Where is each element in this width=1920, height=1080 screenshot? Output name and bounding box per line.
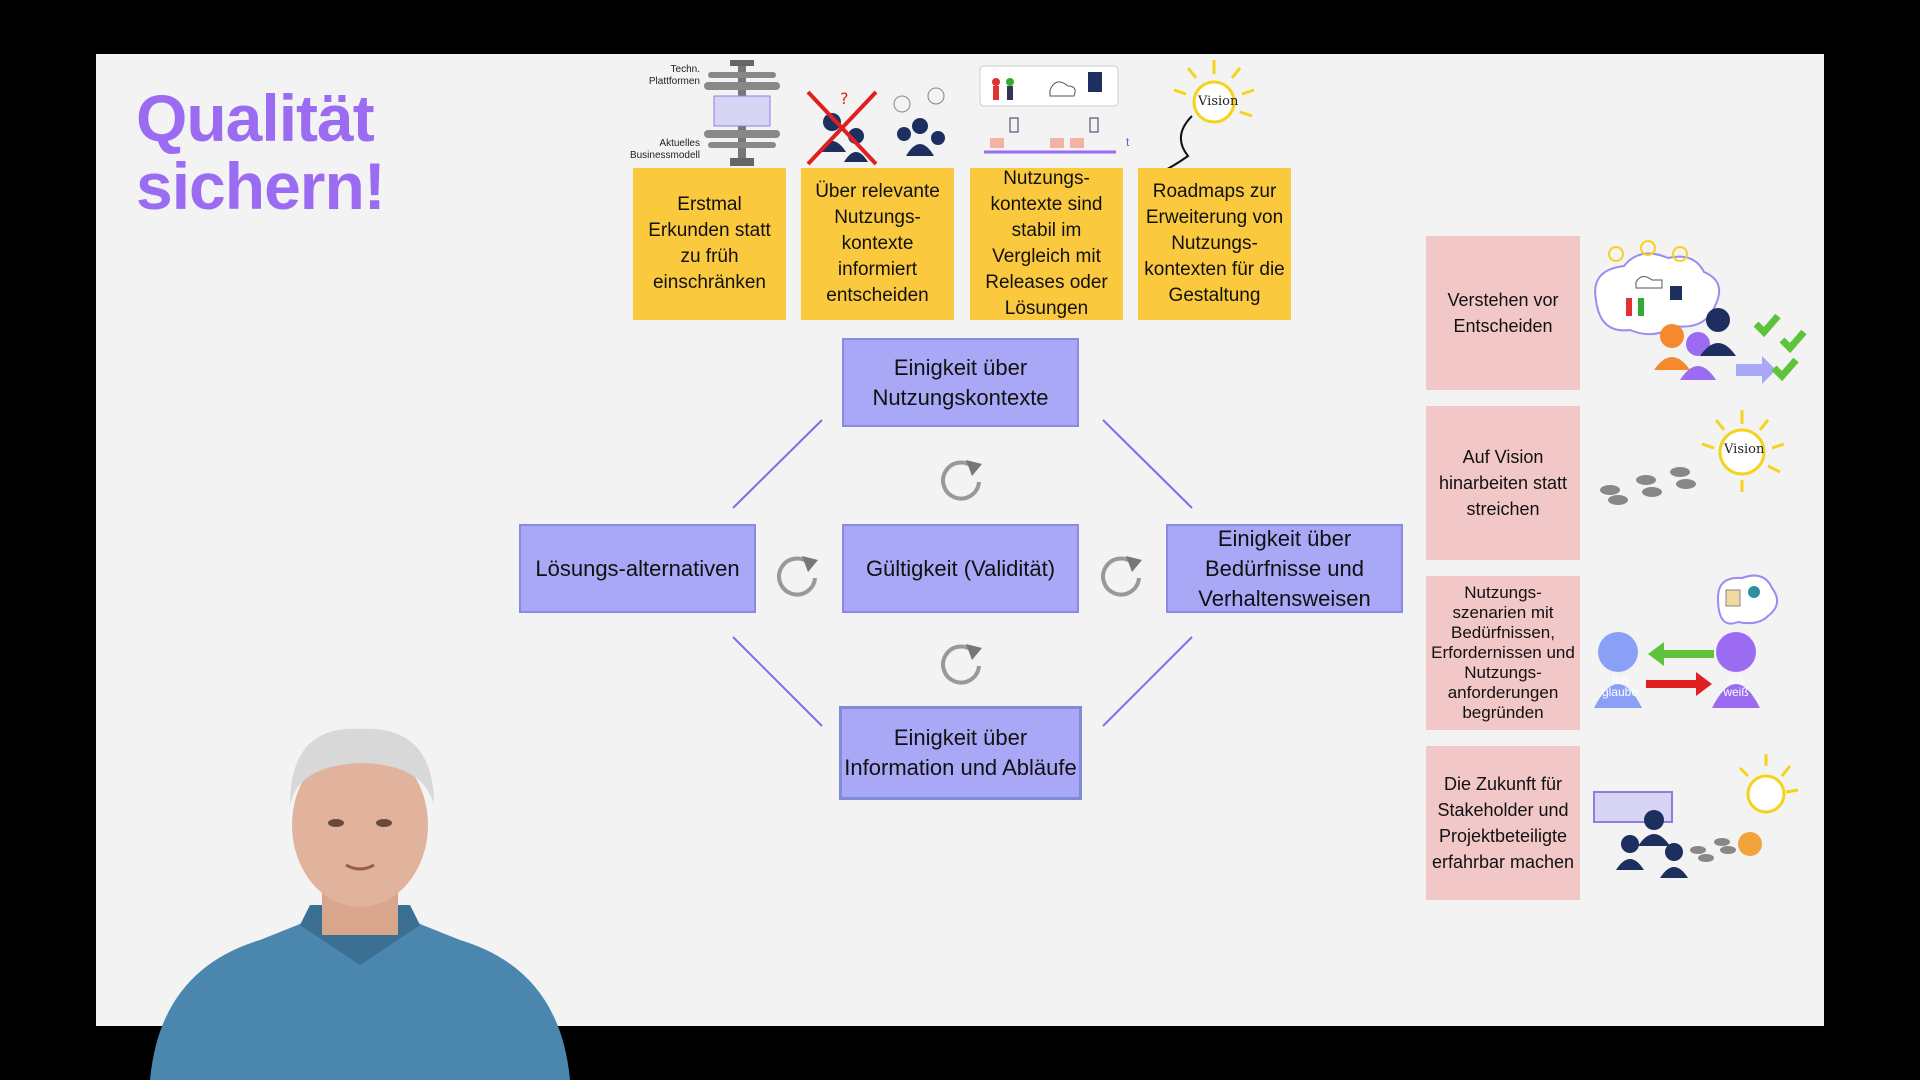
cycle-icon-right bbox=[1101, 556, 1142, 597]
right-box-1: Verstehen vor Entscheiden bbox=[1426, 236, 1580, 390]
diamond-center-box: Gültigkeit (Validität) bbox=[842, 524, 1079, 613]
footsteps-vision-icon bbox=[1600, 410, 1785, 505]
vision-sun-icon bbox=[1157, 60, 1255, 175]
label-aktuelles-businessmodell: Aktuelles Businessmodell bbox=[629, 138, 700, 161]
believe-know-icon bbox=[1594, 574, 1779, 708]
presenter-webcam bbox=[150, 728, 570, 1080]
top-box-1: Erstmal Erkunden statt zu früh einschrän… bbox=[633, 168, 786, 320]
connector-bottom-left bbox=[732, 636, 823, 727]
connector-bottom-right bbox=[1102, 636, 1193, 727]
timeline-t-label: t bbox=[1126, 135, 1130, 149]
diamond-bottom-box: Einigkeit über Information und Abläufe bbox=[839, 706, 1082, 800]
diamond-connectors bbox=[732, 419, 1193, 727]
vision-label-2: Vision bbox=[1724, 442, 1765, 457]
connector-top-right bbox=[1102, 419, 1193, 509]
top-box-4: Roadmaps zur Erweiterung von Nutzungs-ko… bbox=[1138, 168, 1291, 320]
right-box-4: Die Zukunft für Stakeholder und Projektb… bbox=[1426, 746, 1580, 900]
context-timeline-icon bbox=[979, 65, 1119, 154]
ich-glaube-label: Ich glaube bbox=[1601, 673, 1639, 699]
rejected-people-icon: ? bbox=[806, 89, 878, 166]
cycle-icon-top bbox=[941, 460, 982, 501]
diamond-left-box: Lösungs-alternativen bbox=[519, 524, 756, 613]
ich-weiss-label: Ich weiß bbox=[1723, 673, 1749, 699]
right-box-3: Nutzungs-szenarien mit Bedürfnissen, Erf… bbox=[1426, 576, 1580, 730]
diamond-right-box: Einigkeit über Bedürfnisse und Verhalten… bbox=[1166, 524, 1403, 613]
top-box-3: Nutzungs-kontexte sind stabil im Verglei… bbox=[970, 168, 1123, 320]
thought-cloud-checkmarks-icon bbox=[1594, 240, 1807, 384]
top-box-2: Über relevante Nutzungs-kontexte informi… bbox=[801, 168, 954, 320]
cycle-icon-bottom bbox=[941, 644, 982, 685]
future-stakeholders-icon bbox=[1593, 754, 1799, 878]
title-line-1: Qualität bbox=[136, 81, 375, 155]
thinking-people-icon bbox=[893, 87, 945, 156]
label-techn-plattformen: Techn. Plattformen bbox=[648, 64, 700, 87]
right-box-2: Auf Vision hinarbeiten statt streichen bbox=[1426, 406, 1580, 560]
title-line-2: sichern! bbox=[136, 149, 386, 223]
cycle-icon-left bbox=[777, 556, 818, 597]
vision-label: Vision bbox=[1198, 94, 1239, 109]
svg-text:?: ? bbox=[840, 89, 849, 108]
connector-top-left bbox=[732, 419, 823, 509]
slide-title: Qualität sichern! bbox=[136, 81, 386, 223]
diamond-top-box: Einigkeit über Nutzungskontexte bbox=[842, 338, 1079, 427]
platform-stack-icon bbox=[704, 60, 780, 166]
